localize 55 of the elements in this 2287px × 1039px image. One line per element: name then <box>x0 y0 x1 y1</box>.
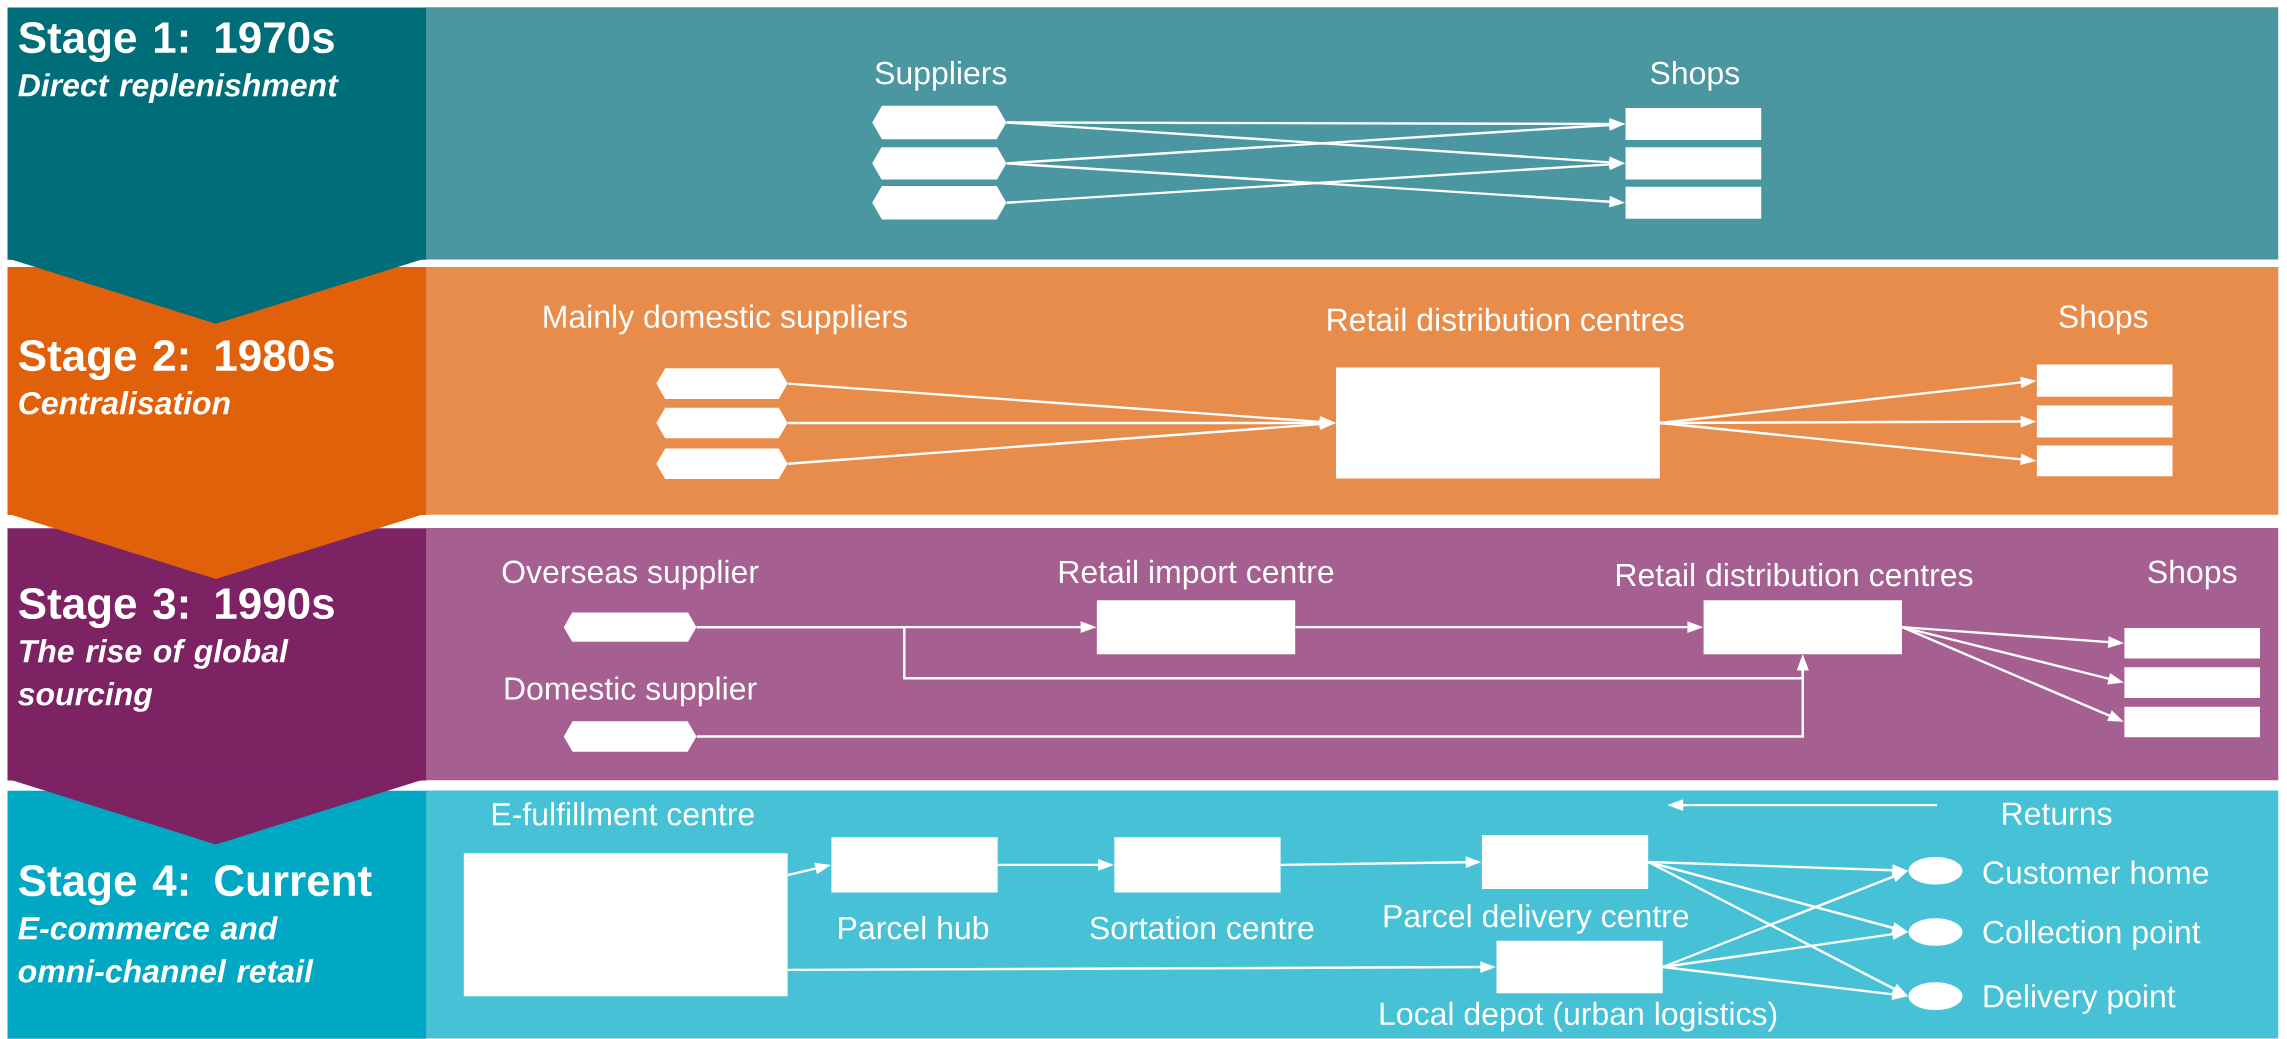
node-caption: Delivery point <box>1984 984 2176 1014</box>
node-caption: Local depot (urban logistics) <box>1380 1001 1777 1032</box>
facility-box <box>1496 940 1663 994</box>
group-label: Shops <box>1650 60 1740 91</box>
supplier-box <box>872 147 1007 180</box>
stage-heading: Stage 1: 1970s <box>19 22 334 63</box>
group-label: Shops <box>2148 559 2237 590</box>
node-caption: Retail distribution centres <box>1617 562 1973 587</box>
facility-box <box>2124 667 2260 698</box>
supplier-box <box>563 721 697 752</box>
facility-box <box>1336 367 1660 479</box>
group-label: Returns <box>2003 802 2112 825</box>
stage-heading: Direct replenishment <box>18 73 339 103</box>
stage-tab <box>7 267 427 579</box>
stage-heading: Stage 4: Current <box>19 865 372 906</box>
stage-heading: Centralisation <box>19 391 230 415</box>
facility-box <box>2124 706 2260 738</box>
facility-box <box>2036 445 2173 477</box>
group-label: Suppliers <box>875 60 1007 91</box>
destination-oval <box>1908 982 1963 1011</box>
facility-box <box>1114 837 1281 893</box>
destination-oval <box>1908 856 1963 885</box>
facility-box <box>1481 835 1649 889</box>
node-caption: Collection point <box>1983 920 2201 950</box>
facility-box <box>1625 186 1762 219</box>
facility-box <box>1096 600 1296 655</box>
facility-box <box>1625 107 1762 140</box>
stage-tab <box>7 790 427 1039</box>
facility-box <box>2036 364 2173 397</box>
node-caption: Retail distribution centres <box>1328 307 1684 332</box>
stage-heading: E-commerce and omni-channel retail <box>18 916 314 983</box>
facility-box <box>831 837 998 893</box>
stage-heading: Stage 2: 1980s <box>19 340 334 381</box>
group-label: Mainly domestic suppliers <box>544 304 907 335</box>
node-caption: Domestic supplier <box>505 676 757 707</box>
node-caption: Sortation centre <box>1090 915 1314 940</box>
node-caption: Customer home <box>1983 860 2209 884</box>
facility-box <box>463 853 788 997</box>
facility-box <box>1625 147 1762 180</box>
supplier-box <box>656 368 788 399</box>
stage-heading: The rise of global sourcing <box>18 639 289 712</box>
supplier-box <box>656 448 788 480</box>
stage-tab <box>7 7 427 324</box>
group-label: Shops <box>2059 304 2148 335</box>
stage-tab <box>7 528 427 845</box>
facility-box <box>1703 600 1902 655</box>
stage-heading: Stage 3: 1990s <box>19 587 334 628</box>
node-caption: Parcel delivery centre <box>1384 903 1689 934</box>
node-caption: E-fulfillment centre <box>492 802 754 826</box>
facility-box <box>2124 627 2260 659</box>
node-caption: Parcel hub <box>839 915 989 940</box>
facility-box <box>2036 405 2173 438</box>
node-caption: Retail import centre <box>1059 559 1334 590</box>
destination-oval <box>1908 918 1963 946</box>
node-caption: Overseas supplier <box>502 559 759 590</box>
